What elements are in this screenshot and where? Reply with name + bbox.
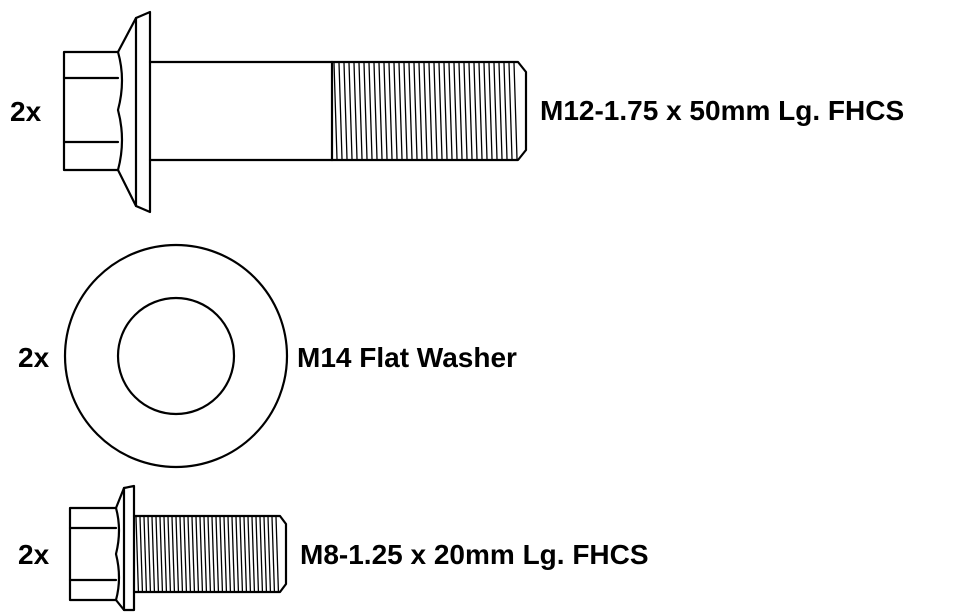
part-label: M8-1.25 x 20mm Lg. FHCS	[300, 539, 649, 570]
part-row-m14-washer: 2x M14 Flat Washer	[0, 220, 963, 470]
part-row-m12-bolt: 2x M12-1.75 x 50mm Lg. FHCS	[0, 0, 963, 220]
part-quantity: 2x	[18, 342, 50, 373]
part-quantity: 2x	[10, 96, 42, 127]
part-row-m8-bolt: 2x M8-1.25 x 20mm Lg. FHCS	[0, 470, 963, 614]
part-label: M14 Flat Washer	[297, 342, 517, 373]
flat-washer-icon	[63, 243, 289, 469]
part-label: M12-1.75 x 50mm Lg. FHCS	[540, 95, 905, 126]
flange-bolt-icon	[68, 484, 288, 612]
flange-bolt-icon	[62, 10, 528, 214]
part-quantity: 2x	[18, 539, 50, 570]
